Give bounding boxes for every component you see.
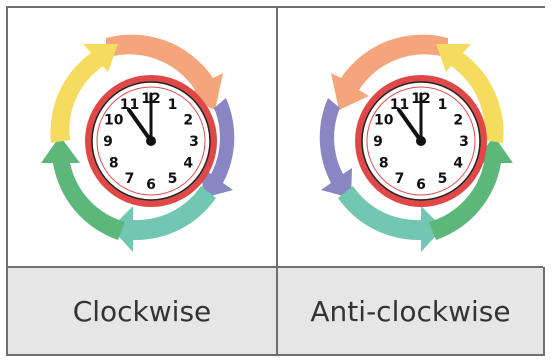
arrow-yellow-icon [50,44,118,143]
clock-numeral: 8 [379,156,389,172]
row-divider [8,266,543,268]
clock-numeral: 11 [390,97,409,113]
clock-numeral: 1 [438,97,448,113]
anticlockwise-diagram: 121234567891011 [319,34,513,252]
arrow-green-icon [41,136,125,240]
clock-numeral: 1 [168,97,178,113]
hour-hand [397,108,423,143]
clock-numeral: 6 [146,177,156,193]
clock-numeral: 5 [168,171,178,187]
clock-numeral: 9 [103,134,113,150]
clock-numeral: 8 [109,156,119,172]
clock-numeral: 2 [183,113,193,129]
clock-numeral: 4 [453,156,463,172]
anticlockwise-diagram-cell: 121234567891011 [278,8,547,267]
clockwise-diagram-cell: 121234567891011 [8,8,277,267]
clockwise-diagram: 121234567891011 [41,34,235,252]
hour-hand [127,108,153,143]
clock-numeral: 11 [120,97,139,113]
column-divider [276,8,278,354]
arrow-yellow-icon [436,44,504,143]
clock-numeral: 10 [104,113,124,129]
clockwise-label: Clockwise [8,268,276,354]
arrow-teal-icon [111,186,216,252]
arrow-purple-icon [202,98,235,198]
comparison-table: 121234567891011 121234567891011 Clockwis… [6,6,547,356]
clock-numeral: 3 [189,134,199,150]
arrow-teal-icon [338,186,443,252]
clock-face: 121234567891011 [373,91,469,193]
anticlockwise-label: Anti-clockwise [278,268,543,354]
arrow-green-icon [429,136,513,240]
clock-numeral: 7 [395,171,405,187]
arrow-orange-icon [331,34,448,110]
clock-numeral: 9 [373,134,383,150]
clock-numeral: 3 [459,134,469,150]
clock-numeral: 4 [183,156,193,172]
arrow-purple-icon [319,98,352,198]
clock-numeral: 2 [453,113,463,129]
clock-numeral: 6 [416,177,426,193]
clock-numeral: 5 [438,171,448,187]
clock-numeral: 7 [125,171,135,187]
clock-numeral: 10 [374,113,394,129]
